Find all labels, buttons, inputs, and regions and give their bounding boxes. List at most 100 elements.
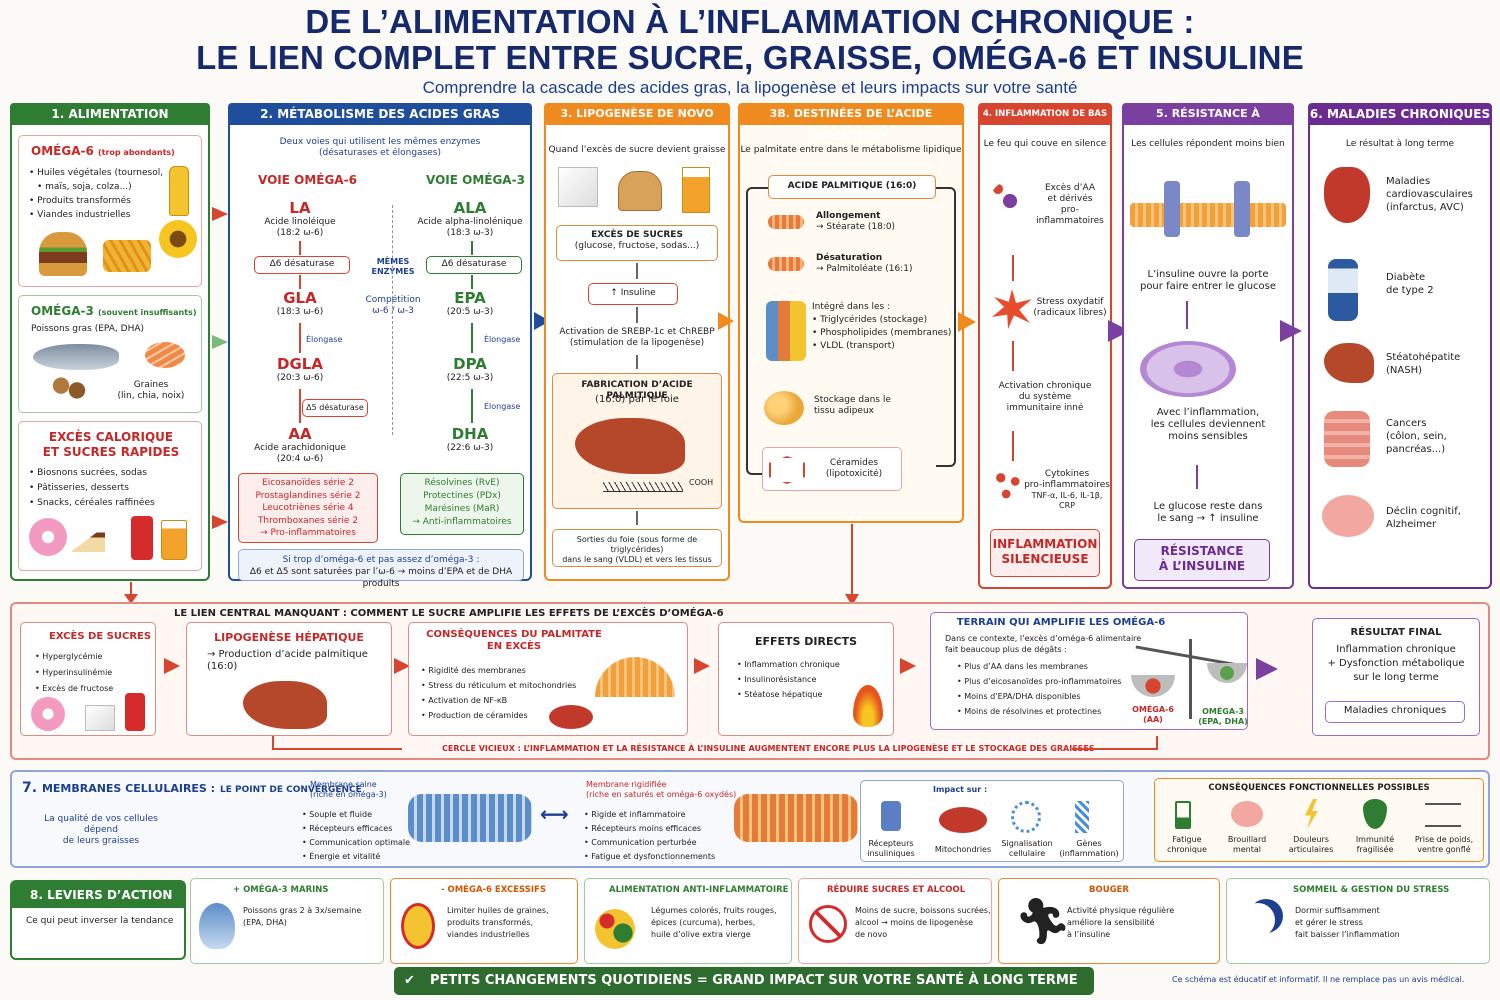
palmitoleate-icon [768,257,804,271]
excess-title-2: ET SUCRES RAPIDES [42,444,180,459]
mid-result-l2: + Dysfonction métabolique [1327,658,1465,670]
s4-a3: immunitaire inné [1006,402,1084,413]
disclaimer: Ce schéma est éducatif et informatif. Il… [1172,975,1465,984]
dpa-formula: (22:5 ω-3) [446,373,494,384]
s3b-intro: Le palmitate entre dans le métabolisme l… [740,145,962,155]
csq-item: chronique [1167,845,1207,854]
pro-item: Prostaglandines série 2 [255,490,361,501]
liver-icon [1324,343,1374,383]
s2-foot-2: Δ6 et Δ5 sont saturées par l’ω-6 → moins… [249,567,513,589]
excess-item: • Biosnons sucrées, sodas [29,468,147,478]
mid-sugar-item: • Hyperglycémie [35,652,103,661]
lever-title: RÉDUIRE SUCRES ET ALCOOL [827,885,966,895]
salmon-icon [145,342,185,368]
elongase-right-1: Élongase [484,335,521,344]
mid-result-title: RÉSULTAT FINAL [1350,627,1442,638]
pro-inflammatory-box: Eicosanoïdes série 2 Prostaglandines sér… [238,473,378,543]
omega3-pan-icon [1207,663,1247,683]
integre-item: • Phospholipides (membranes) [812,328,952,338]
memes-enzymes: MÊMES ENZYMES [371,257,415,276]
o6-item: • Huiles végétales (tournesol, [29,168,164,178]
cytokines-icon [990,467,1026,503]
out-1: Sorties du foie (sous forme de triglycér… [576,535,698,554]
s5-t1: L’insuline ouvre la porte [1147,269,1269,280]
mitochondria-icon [549,705,593,729]
dgla-formula: (20:3 ω-6) [276,373,324,384]
section-metabolisme: 2. MÉTABOLISME DES ACIDES GRAS Deux voie… [228,103,532,589]
soda-can-icon [125,693,145,731]
cake-icon [71,526,105,552]
o6-item: • maïs, soja, colza...) [37,182,132,192]
csq-item: Douleurs [1293,835,1329,844]
la-label: LA [289,199,311,217]
voie-omega6: VOIE OMÉGA-6 [258,173,357,187]
seeds-sub: (lin, chia, noix) [117,390,185,401]
arrow-icon [124,594,138,604]
section-3b-header: 3B. DESTINÉES DE L’ACIDE PALMITIQUE [738,103,964,142]
subtitle: Comprendre la cascade des acides gras, l… [422,78,1078,97]
omega3-box: OMÉGA-3 (souvent insuffisants) Poissons … [18,295,202,413]
donut-icon [31,697,65,731]
ceramides-box: Céramides(lipotoxicité) [762,447,902,491]
ceramides: Céramides [829,458,879,468]
s8-sub: Ce qui peut inverser la tendance [26,916,174,926]
s4-c2: pro-inflammatoires [1024,479,1110,490]
omega6-box: OMÉGA-6 (trop abondants) • Huiles végéta… [18,135,202,287]
mid-terrain-box: TERRAIN QUI AMPLIFIE LES OMÉGA-6 Dans ce… [930,612,1248,730]
mid-terrain-item: • Plus d’AA dans les membranes [957,662,1088,671]
lever-line: Dormir suffisamment [1295,906,1380,915]
mid-palm-item: • Stress du réticulum et mitochondries [421,681,577,690]
section-8-header: 8. LEVIERS D’ACTION [12,882,184,908]
acid-palmitique-box: ACIDE PALMITIQUE (16:0) [768,175,936,199]
section-3-header: 3. LIPOGENÈSE DE NOVO (FOIE) [544,103,730,142]
rigid-membrane-icon [595,657,675,697]
allongement: Allongement [816,211,881,221]
aa-molecules-icon [990,181,1030,221]
elongase-right-2: Élongase [484,402,521,411]
lever-title: ALIMENTATION ANTI-INFLAMMATOIRE [609,885,789,895]
disease: Déclin cognitif, [1386,506,1461,517]
fish-icon [33,344,119,370]
omega6-pan-icon [1131,675,1175,697]
s2-intro-1: Deux voies qui utilisent les mêmes enzym… [279,137,481,147]
burger-icon [39,232,87,276]
disease: Alzheimer [1386,519,1437,530]
mid-result-l1: Inflammation chronique [1336,644,1456,656]
cell-membrane-icon [1130,203,1286,227]
s4-box-2: SILENCIEUSE [1001,551,1089,566]
section-2-header: 2. MÉTABOLISME DES ACIDES GRAS [228,103,532,125]
csq-item: Fatigue [1172,835,1202,844]
fabrication-box: FABRICATION D’ACIDE PALMITIQUE (16:0) pa… [552,373,722,509]
aa-name: Acide arachidonique [254,443,346,454]
section-4-header: 4. INFLAMMATION DE BAS GRADE [978,103,1112,141]
mid-result-box-label: Maladies chroniques [1325,701,1465,723]
d5-desaturase: Δ5 désaturase [302,399,368,417]
soda-can-icon [131,516,153,560]
excess-item: • Pâtisseries, desserts [29,483,129,493]
mid-effect-item: • Inflammation chronique [737,660,840,669]
scale-omega3-sub: (EPA, DHA) [1198,717,1248,726]
arrow-icon [212,207,228,221]
glucometer-icon [1328,259,1358,321]
signaling-icon [1011,801,1041,833]
impact-item: cellulaire [1008,849,1046,858]
s4-c1: Cytokines [1044,469,1090,479]
la-name: Acide linoléique [264,217,336,228]
arrow-icon [958,312,976,332]
runner-icon: 🏃︎ [1015,896,1071,947]
fatty-acid-chain-icon [603,482,683,492]
central-link-title: LE LIEN CENTRAL MANQUANT : COMMENT LE SU… [174,608,724,619]
ceramide-molecule-icon [769,456,805,484]
lipotoxicite: (lipotoxicité) [825,468,883,479]
lever-card: ALIMENTATION ANTI-INFLAMMATOIRE Légumes … [584,878,792,964]
anti-item: Résolvines (RvE) [424,478,500,488]
s4-intro: Le feu qui couve en silence [983,139,1107,149]
section-6-header: 6. MALADIES CHRONIQUES [1308,103,1492,125]
no-oil-icon [401,903,435,949]
impact-item: insuliniques [867,849,915,858]
liver-icon [243,681,327,729]
s2-intro-2: (désaturases et élongases) [318,147,442,158]
scale-omega3: OMÉGA-3 [1202,707,1244,716]
s5-g1: Le glucose reste dans [1153,501,1263,512]
